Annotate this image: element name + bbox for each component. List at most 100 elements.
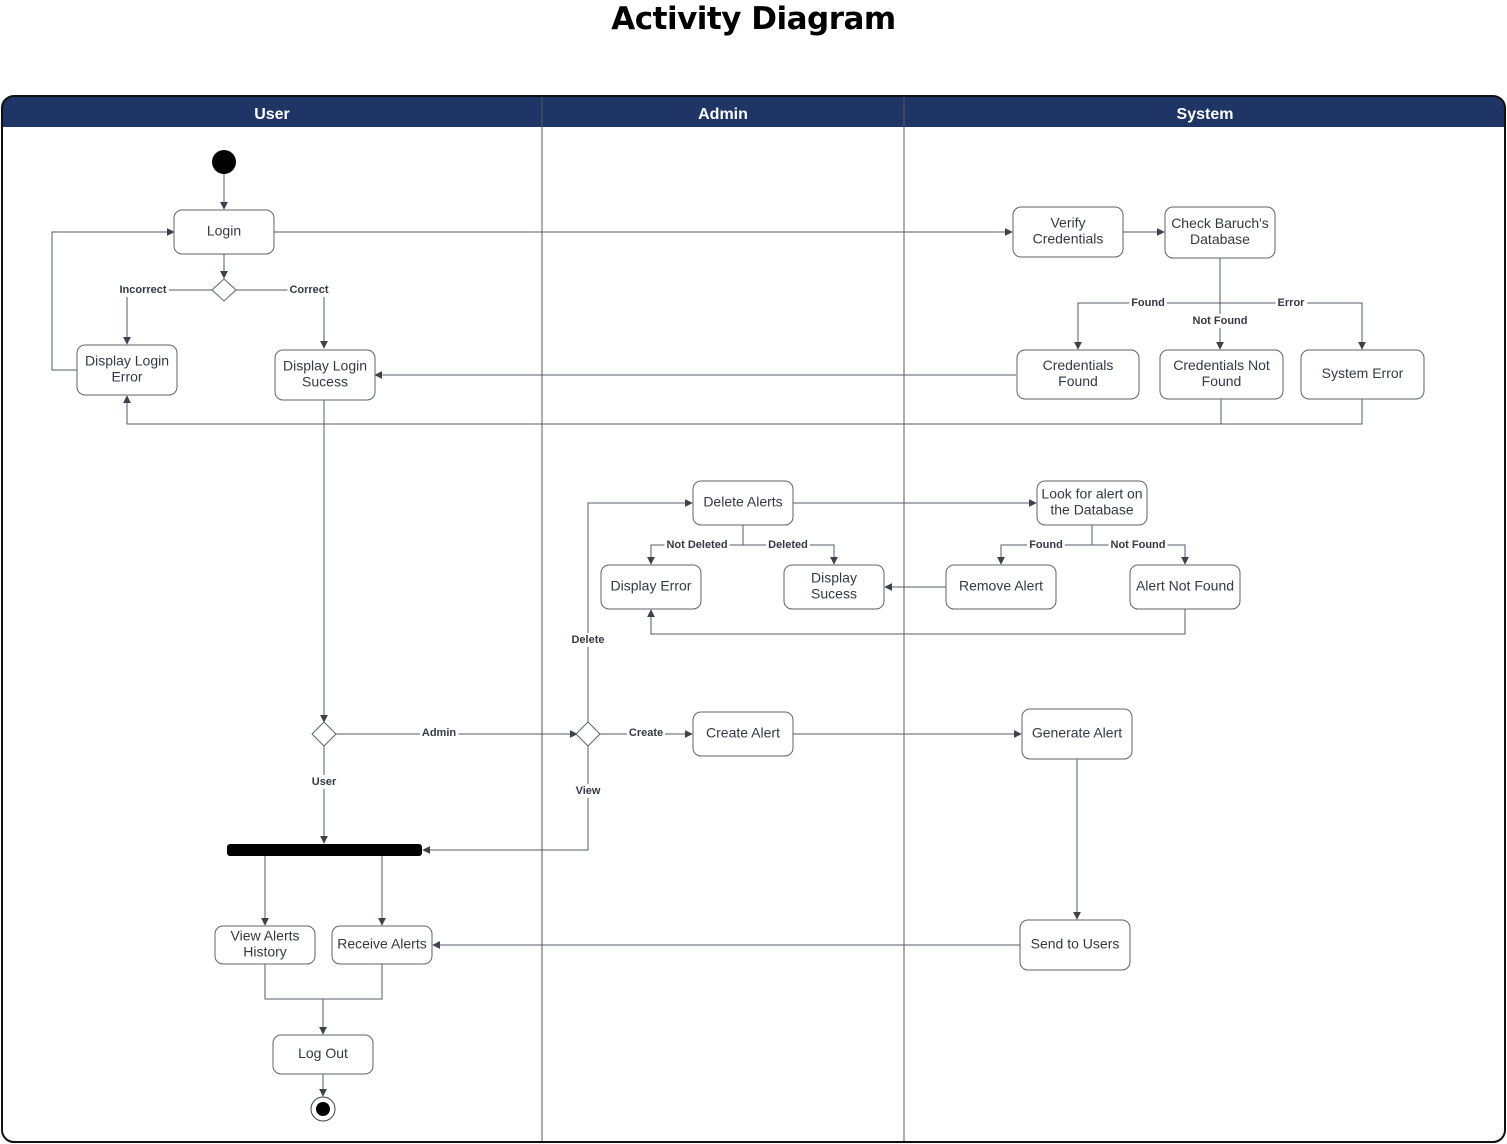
activity-node-display-error: Display Error bbox=[600, 564, 702, 610]
edge-label-incorrect: Incorrect bbox=[117, 282, 169, 297]
edge-label-view: View bbox=[573, 783, 603, 798]
edge-label-text: View bbox=[576, 785, 601, 797]
activity-box bbox=[1036, 480, 1148, 526]
activity-label: Database bbox=[1190, 231, 1250, 247]
activity-box bbox=[1021, 708, 1133, 760]
decision-role bbox=[311, 721, 337, 747]
edge-label-not-found-cred: Not Found bbox=[1190, 313, 1250, 328]
edge-label-user: User bbox=[309, 774, 339, 789]
edge-label-delete: Delete bbox=[569, 632, 607, 647]
edge-notfound-return bbox=[123, 395, 1222, 425]
edge-label-background bbox=[117, 282, 169, 297]
diagram-frame bbox=[1, 95, 1506, 1143]
activity-box bbox=[173, 209, 275, 255]
activity-box bbox=[272, 1034, 374, 1075]
activity-box bbox=[274, 349, 376, 401]
edge-label-text: Found bbox=[1131, 297, 1165, 309]
edge-label-background bbox=[664, 537, 730, 552]
activity-label: Credentials bbox=[1033, 231, 1104, 247]
final-node bbox=[316, 1102, 330, 1116]
activity-label: Log Out bbox=[298, 1045, 348, 1061]
diagram-title: Activity Diagram bbox=[611, 1, 896, 37]
edge-label-found-cred: Found bbox=[1129, 295, 1167, 310]
edge-label-background bbox=[569, 632, 607, 647]
activity-node-system-error: System Error bbox=[1300, 349, 1425, 400]
edge-error-retry bbox=[51, 228, 175, 371]
edge-admin-view bbox=[422, 746, 589, 854]
activity-node-delete-alerts: Delete Alerts bbox=[692, 480, 794, 526]
activity-label: Alert Not Found bbox=[1136, 578, 1234, 594]
edge-label-background bbox=[573, 783, 603, 798]
activity-label: Display Login bbox=[85, 353, 169, 369]
lane-title-system: System bbox=[1177, 106, 1234, 123]
activity-label: Check Baruch's bbox=[1171, 215, 1269, 231]
edge-label-background bbox=[626, 725, 666, 740]
activity-node-send-to-users: Send to Users bbox=[1019, 919, 1131, 971]
edge-label-not-found-alert: Not Found bbox=[1108, 537, 1168, 552]
activity-label: Login bbox=[207, 223, 241, 239]
edge-notfound-to-error bbox=[647, 609, 1186, 635]
edge-label-text: Error bbox=[1278, 297, 1306, 309]
activity-node-login: Login bbox=[173, 209, 275, 255]
edge-label-deleted: Deleted bbox=[766, 537, 810, 552]
swimlane-header bbox=[2, 96, 1505, 127]
edge-label-background bbox=[1190, 313, 1250, 328]
fork-bar bbox=[227, 844, 422, 856]
activity-box bbox=[76, 344, 178, 396]
edge-label-text: Deleted bbox=[768, 539, 808, 551]
edge-merge-lines bbox=[264, 964, 383, 1000]
activity-label: Sucess bbox=[302, 374, 348, 390]
edge-label-background bbox=[1275, 295, 1308, 310]
activity-box bbox=[1129, 564, 1241, 610]
edge-label-text: Correct bbox=[289, 284, 328, 296]
edge-label-background bbox=[1027, 537, 1065, 552]
edge-incorrect bbox=[123, 289, 213, 345]
edge-label-admin: Admin bbox=[419, 725, 459, 740]
activity-label: Found bbox=[1058, 373, 1098, 389]
activity-label: Sucess bbox=[811, 586, 857, 602]
activity-node-receive-alerts: Receive Alerts bbox=[331, 925, 433, 965]
activity-label: Remove Alert bbox=[959, 578, 1043, 594]
edge-label-text: User bbox=[312, 776, 337, 788]
edge-correct bbox=[235, 289, 328, 349]
lane-title-user: User bbox=[254, 106, 290, 123]
edge-admin-delete bbox=[587, 499, 693, 722]
activity-node-generate-alert: Generate Alert bbox=[1021, 708, 1133, 760]
edge-label-text: Create bbox=[629, 727, 663, 739]
activity-label: System Error bbox=[1322, 365, 1404, 381]
edge-label-background bbox=[766, 537, 810, 552]
activity-node-remove-alert: Remove Alert bbox=[945, 564, 1057, 610]
activity-box bbox=[692, 711, 794, 757]
edge-label-background bbox=[287, 282, 331, 297]
activity-label: Create Alert bbox=[706, 725, 780, 741]
activity-box bbox=[1019, 919, 1131, 971]
activity-label: Error bbox=[111, 369, 142, 385]
activity-label: Display Error bbox=[611, 578, 692, 594]
activity-box bbox=[214, 925, 316, 965]
edge-label-text: Admin bbox=[422, 727, 457, 739]
activity-label: the Database bbox=[1050, 502, 1133, 518]
edge-label-text: Delete bbox=[571, 634, 604, 646]
edge-label-text: Not Found bbox=[1111, 539, 1166, 551]
edge-label-background bbox=[1108, 537, 1168, 552]
edge-label-error: Error bbox=[1275, 295, 1308, 310]
activity-label: Found bbox=[1202, 373, 1242, 389]
edge-label-text: Not Found bbox=[1193, 315, 1248, 327]
edge-label-not-deleted: Not Deleted bbox=[664, 537, 730, 552]
activity-box bbox=[945, 564, 1057, 610]
activity-label: Credentials bbox=[1043, 357, 1114, 373]
edge-label-background bbox=[1129, 295, 1167, 310]
activity-label: Display bbox=[811, 570, 857, 586]
activity-label: Look for alert on bbox=[1041, 486, 1142, 502]
activity-label: Generate Alert bbox=[1032, 725, 1122, 741]
edge-db-found bbox=[1074, 302, 1220, 350]
activity-node-alert-not-found: Alert Not Found bbox=[1129, 564, 1241, 610]
activity-label: Display Login bbox=[283, 358, 367, 374]
